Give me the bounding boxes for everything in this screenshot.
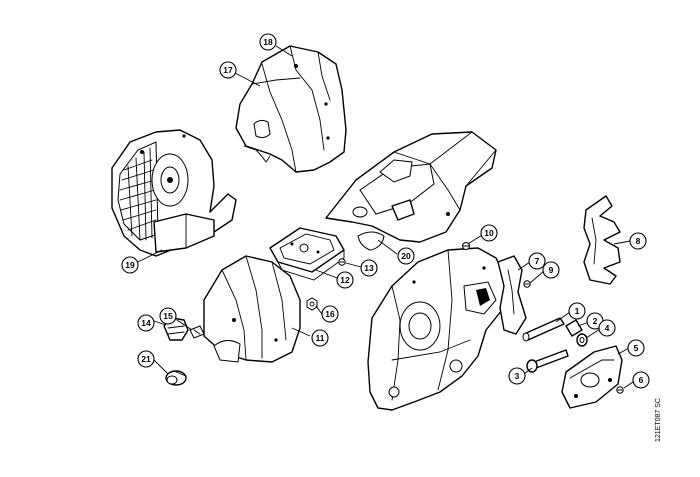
svg-text:6: 6 xyxy=(639,375,644,385)
svg-text:4: 4 xyxy=(605,323,610,333)
svg-text:3: 3 xyxy=(515,371,520,381)
part-13-screw xyxy=(338,258,346,266)
svg-text:18: 18 xyxy=(263,37,273,47)
callout-15: 15 xyxy=(159,307,177,325)
part-11-carburetor-cover xyxy=(203,255,301,363)
callout-4: 4 xyxy=(598,319,616,337)
callout-17: 17 xyxy=(219,61,237,79)
callout-11: 11 xyxy=(311,329,329,347)
part-3-bolt xyxy=(526,349,569,373)
svg-text:10: 10 xyxy=(484,228,494,238)
part-16-nut xyxy=(306,297,318,311)
callout-12: 12 xyxy=(336,271,354,289)
callout-13: 13 xyxy=(360,259,378,277)
svg-text:21: 21 xyxy=(141,354,151,364)
svg-text:12: 12 xyxy=(340,275,350,285)
part-2-sleeve xyxy=(565,319,583,337)
crankcase xyxy=(367,247,509,411)
part-1-shaft xyxy=(522,317,565,342)
callout-6: 6 xyxy=(632,371,650,389)
callout-18: 18 xyxy=(259,33,277,51)
svg-text:11: 11 xyxy=(316,333,325,343)
svg-text:5: 5 xyxy=(634,343,639,353)
svg-text:1: 1 xyxy=(575,306,580,316)
part-9-screw xyxy=(523,280,531,288)
svg-text:15: 15 xyxy=(163,311,173,321)
part-15-clip xyxy=(189,325,205,339)
svg-text:9: 9 xyxy=(549,265,554,275)
part-10-screw xyxy=(462,242,470,250)
callout-10: 10 xyxy=(480,224,498,242)
svg-text:13: 13 xyxy=(364,263,374,273)
callouts: 17 18 19 20 13 12 16 11 xyxy=(121,33,650,389)
callout-3: 3 xyxy=(508,367,526,385)
svg-text:20: 20 xyxy=(401,251,411,261)
part-8-spike-bumper xyxy=(583,195,621,285)
svg-text:16: 16 xyxy=(325,309,335,319)
svg-text:19: 19 xyxy=(125,260,135,270)
figure-code: 121ET087 SC xyxy=(655,398,662,442)
part-6-screw xyxy=(616,386,624,394)
callout-21: 21 xyxy=(137,350,155,368)
callout-20: 20 xyxy=(397,247,415,265)
part-19-fan-housing xyxy=(111,129,237,257)
part-12-filter-plate xyxy=(269,227,345,281)
part-4-washer xyxy=(576,333,588,347)
svg-text:7: 7 xyxy=(535,256,540,266)
part-17-shroud xyxy=(235,45,347,173)
svg-text:17: 17 xyxy=(223,65,233,75)
callout-1: 1 xyxy=(568,302,586,320)
part-21-plug xyxy=(165,370,187,386)
callout-19: 19 xyxy=(121,256,139,274)
callout-14: 14 xyxy=(137,314,155,332)
svg-text:8: 8 xyxy=(636,236,641,246)
callout-5: 5 xyxy=(627,339,645,357)
callout-9: 9 xyxy=(542,261,560,279)
callout-16: 16 xyxy=(321,305,339,323)
svg-text:2: 2 xyxy=(593,316,598,326)
part-5-guide-plate xyxy=(561,345,623,409)
svg-text:14: 14 xyxy=(141,318,151,328)
part-20-top-cover xyxy=(325,131,497,251)
part-7-bracket xyxy=(497,255,527,335)
callout-8: 8 xyxy=(629,232,647,250)
callout-7: 7 xyxy=(528,252,546,270)
